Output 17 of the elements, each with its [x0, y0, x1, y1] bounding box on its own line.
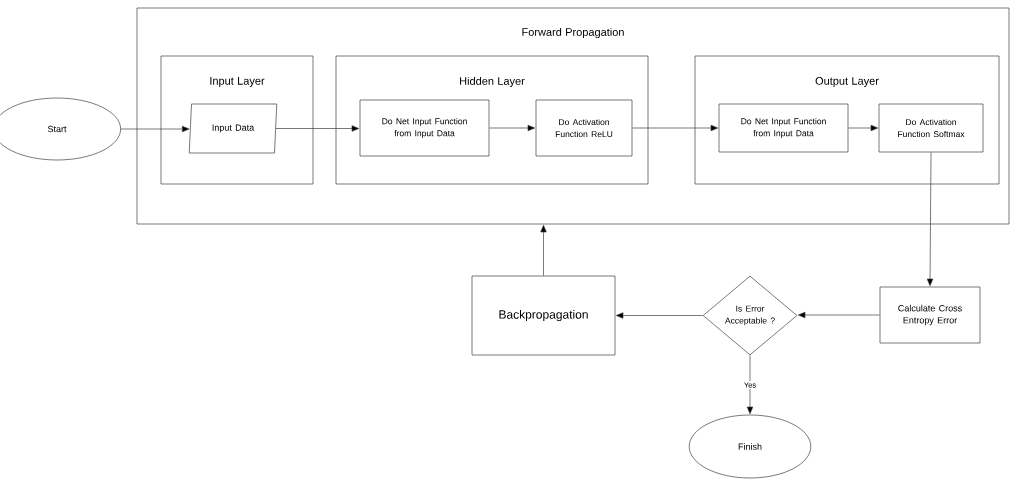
arrow [615, 312, 703, 319]
process-box: Backpropagation [471, 275, 616, 356]
arrow [926, 152, 934, 287]
arrow [632, 124, 719, 132]
process-box: Do Net Input Function from Input Data [359, 99, 490, 157]
arrow [275, 125, 360, 132]
arrow [848, 124, 879, 132]
data-parallelogram: Input Data [188, 103, 278, 154]
arrow [797, 311, 880, 319]
arrow [120, 125, 190, 133]
arrow [489, 124, 536, 132]
arrow [746, 355, 754, 415]
arrow [540, 224, 547, 276]
process-box: Do Activation Function ReLU [535, 99, 633, 157]
process-box: Calculate Cross Entropy Error [879, 286, 981, 344]
process-box: Do Net Input Function from Input Data [718, 103, 849, 153]
process-box: Do Activation Function Softmax [878, 103, 984, 153]
